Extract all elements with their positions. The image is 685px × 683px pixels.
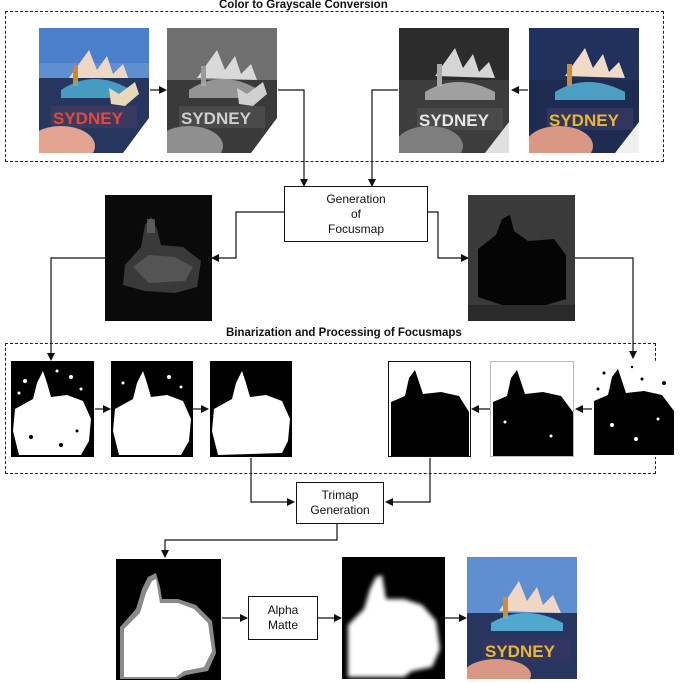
svg-text:SYDNEY: SYDNEY [419,111,490,130]
focusmap-right [468,195,575,321]
composite-photo: SYDNEY [467,557,577,679]
focusmap-line-1: Generation [326,191,386,206]
svg-text:SYDNEY: SYDNEY [181,109,252,128]
focusmap-line-2: of [350,206,361,221]
arrow-gray-right-to-focusmap [368,89,398,187]
grayscale-photo-right: SYDNEY [399,28,509,153]
arrow-trimap-to-result [161,524,338,558]
binary-map-right-2 [490,361,574,457]
alpha-matte-box: Alpha Matte [248,596,318,640]
color-photo-right: SYDNEY [529,28,639,153]
svg-text:SYDNEY: SYDNEY [549,111,620,130]
arrow-map-right-to-binary [575,257,637,359]
alpha-matte-image [342,557,445,679]
arrow-bin-left-to-trimap [250,458,295,506]
arrow-focusmap-to-map-left [211,211,285,262]
arrow-bin-right-to-trimap [385,458,431,506]
binary-map-right-3 [592,361,675,457]
binary-map-left-3 [210,361,292,457]
alpha-line-1: Alpha [267,603,299,617]
focusmap-line-3: Focusmap [327,221,385,236]
trimap-line-1: Trimap [321,488,359,502]
grayscale-section-title: Color to Grayscale Conversion [215,0,392,11]
arrow-map-left-to-binary [47,257,105,361]
svg-text:SYDNEY: SYDNEY [53,109,124,128]
focusmap-left [105,195,212,321]
alpha-line-2: Matte [267,618,298,632]
grayscale-photo-left: SYDNEY [167,28,277,153]
binary-map-right-1 [388,361,471,457]
trimap-generation-box: Trimap Generation [296,482,384,524]
svg-text:SYDNEY: SYDNEY [485,642,556,661]
binary-map-left-2 [111,361,193,457]
grayscale-conversion-frame [5,11,664,162]
arrow-focusmap-to-map-right [428,211,469,262]
focusmap-generation-box: Generation of Focusmap [284,186,428,242]
color-photo-left: SYDNEY [39,28,149,153]
binary-map-left-1 [11,361,94,457]
trimap-image [116,559,221,680]
trimap-line-2: Generation [310,503,370,517]
binarization-section-title: Binarization and Processing of Focusmaps [226,327,462,339]
arrow-gray-left-to-focusmap [278,89,308,187]
